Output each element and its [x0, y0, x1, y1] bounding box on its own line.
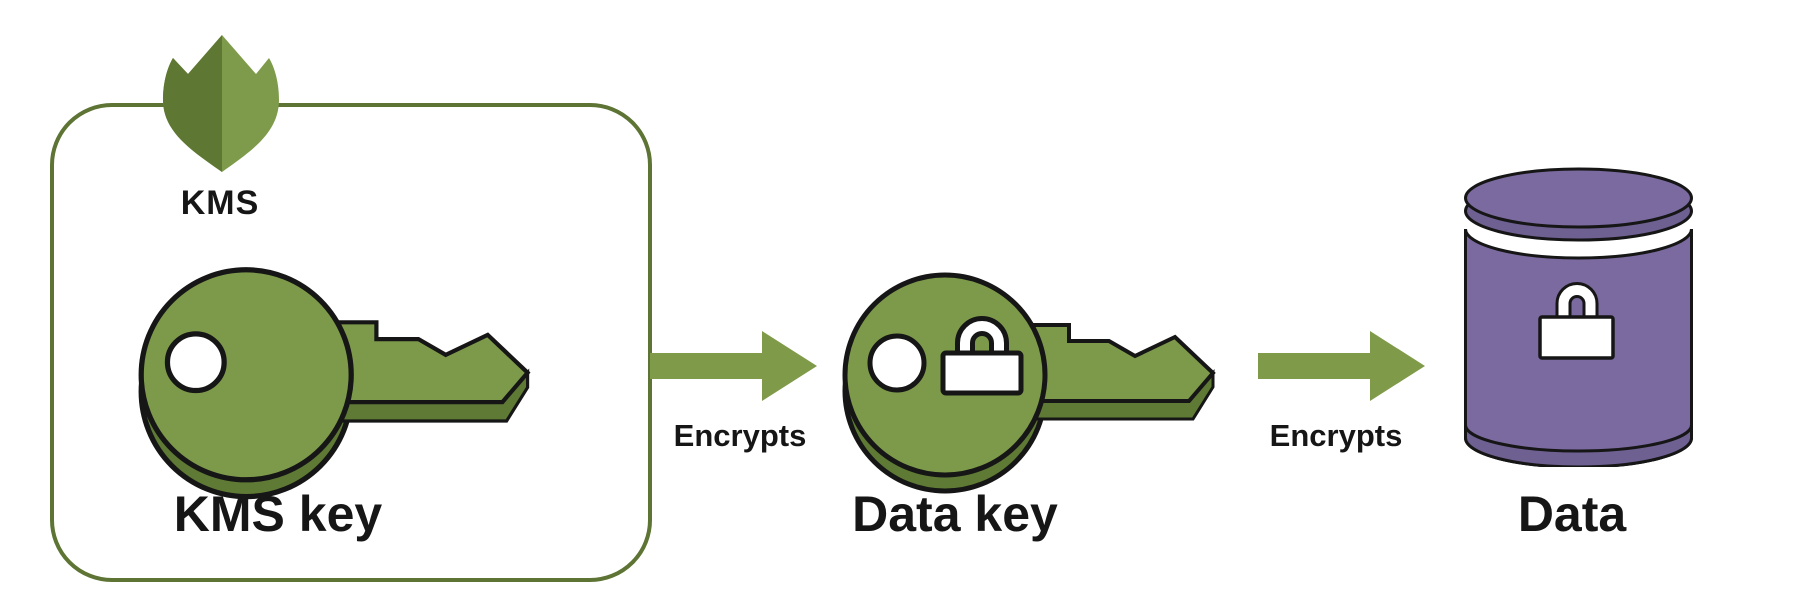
shield-left-half [163, 35, 222, 172]
kms-key-icon [138, 267, 531, 500]
encrypts-arrow-1 [650, 331, 817, 401]
key-hole [164, 331, 227, 394]
lock-body [940, 350, 1024, 396]
database-icon [1464, 167, 1693, 467]
arrow-right-icon [1258, 331, 1425, 401]
encrypts-arrow-2 [1258, 331, 1425, 401]
lock-shackle [960, 321, 1004, 355]
kms-service-label: KMS [180, 184, 260, 222]
cylinder-bottom-rim [1464, 424, 1693, 467]
arrow-right-icon [650, 331, 817, 401]
kms-key-label: KMS key [173, 486, 383, 542]
key-head [138, 267, 354, 483]
data-key-icon [842, 272, 1216, 494]
lock-shackle [1558, 285, 1596, 319]
lock-body [1538, 315, 1615, 360]
data-label: Data [1517, 486, 1627, 542]
data-key-label: Data key [852, 486, 1058, 542]
encrypts-label-2: Encrypts [1269, 418, 1403, 453]
lock-icon [1538, 282, 1615, 360]
kms-boundary-box [50, 103, 652, 582]
key-hole [867, 333, 927, 393]
lock-icon [940, 316, 1024, 396]
cylinder-top [1464, 167, 1693, 229]
key-blade [300, 320, 531, 405]
encrypts-label-1: Encrypts [673, 418, 807, 453]
kms-shield-icon [163, 35, 279, 172]
key-blade [997, 323, 1216, 403]
